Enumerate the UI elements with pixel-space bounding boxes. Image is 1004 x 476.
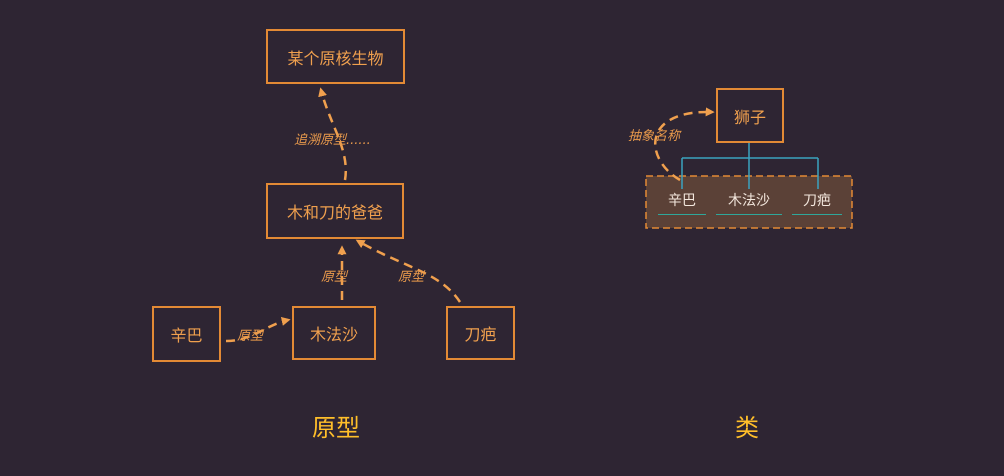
node-simba: 辛巴	[152, 306, 221, 362]
class-member-mufasa: 木法沙	[728, 193, 770, 209]
class-member-scar-underline	[792, 214, 842, 215]
node-father: 木和刀的爸爸	[266, 183, 404, 239]
node-ancestor: 某个原核生物	[266, 29, 405, 84]
class-member-mufasa-underline	[716, 214, 782, 215]
edge-label-simba-to-mufasa: 原型	[237, 329, 264, 344]
edge-label-abstract-name: 抽象名称	[628, 129, 681, 144]
class-member-simba-underline	[658, 214, 706, 215]
arrow-scar-to-father	[355, 239, 462, 303]
node-mufasa: 木法沙	[292, 306, 376, 360]
arrow-abstract-name	[654, 107, 715, 182]
node-scar: 刀疤	[446, 306, 515, 360]
arrow-simba-to-mufasa	[225, 317, 291, 343]
caption-class: 类	[735, 414, 759, 442]
arrow-father-to-ancestor	[318, 87, 348, 181]
class-node-lion: 狮子	[716, 88, 784, 143]
edge-label-scar-to-father: 原型	[398, 270, 425, 285]
class-connector-tree	[681, 143, 819, 189]
edge-label-trace-up: 追溯原型......	[294, 133, 371, 148]
class-member-simba: 辛巴	[668, 193, 696, 209]
class-member-scar: 刀疤	[803, 193, 831, 209]
edge-label-mufasa-to-father: 原型	[321, 270, 348, 285]
caption-prototype: 原型	[312, 414, 360, 442]
